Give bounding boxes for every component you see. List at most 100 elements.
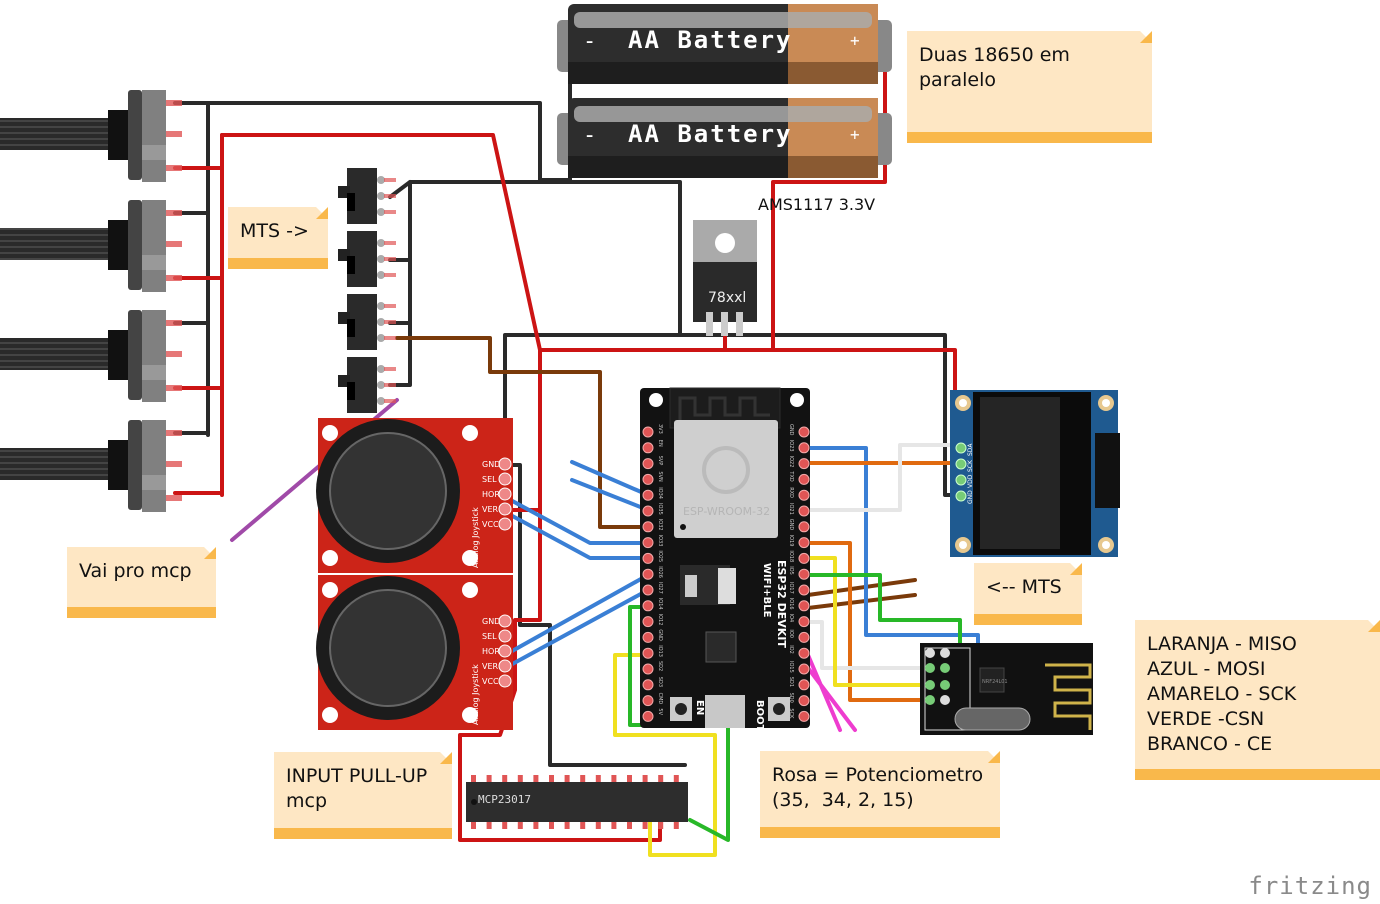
esp32-pin[interactable] bbox=[798, 600, 810, 612]
battery-2[interactable]: - AA Battery + bbox=[557, 98, 892, 178]
mcp23017-chip[interactable]: MCP23017 bbox=[466, 775, 688, 829]
slide-switch[interactable] bbox=[338, 357, 396, 413]
esp32-pin[interactable] bbox=[798, 679, 810, 691]
en-button[interactable] bbox=[670, 697, 692, 721]
esp32-pin[interactable] bbox=[642, 695, 654, 707]
esp32-pin[interactable] bbox=[642, 600, 654, 612]
esp32-pin[interactable] bbox=[642, 537, 654, 549]
oled-pin[interactable] bbox=[955, 458, 967, 470]
mcp-pin[interactable] bbox=[533, 775, 539, 782]
wire-black[interactable] bbox=[388, 180, 682, 387]
esp32-pin[interactable] bbox=[642, 552, 654, 564]
potentiometer[interactable] bbox=[0, 310, 182, 402]
battery-1[interactable]: - AA Battery + bbox=[557, 4, 892, 84]
esp32-pin[interactable] bbox=[798, 663, 810, 675]
esp32-pin[interactable] bbox=[642, 426, 654, 438]
note-wire-legend[interactable]: LARANJA - MISO AZUL - MOSI AMARELO - SCK… bbox=[1135, 620, 1380, 780]
esp32-pin[interactable] bbox=[798, 647, 810, 659]
oled-pin[interactable] bbox=[955, 474, 967, 486]
mcp-pin[interactable] bbox=[564, 822, 570, 829]
oled-pin[interactable] bbox=[955, 490, 967, 502]
mcp-pin[interactable] bbox=[611, 775, 617, 782]
mcp-pin[interactable] bbox=[673, 822, 679, 829]
potentiometer[interactable] bbox=[0, 420, 182, 512]
esp32-pin[interactable] bbox=[798, 584, 810, 596]
mcp-pin[interactable] bbox=[595, 775, 601, 782]
mcp-pin[interactable] bbox=[642, 775, 648, 782]
esp32-pin[interactable] bbox=[642, 489, 654, 501]
wire-white[interactable] bbox=[806, 443, 962, 512]
wire-blue[interactable] bbox=[503, 573, 650, 670]
esp32-pin[interactable] bbox=[798, 473, 810, 485]
note-potentiometer[interactable]: Rosa = Potenciometro (35, 34, 2, 15) bbox=[760, 751, 1000, 838]
joystick-pin[interactable] bbox=[498, 659, 512, 673]
esp32-pin[interactable] bbox=[642, 568, 654, 580]
esp32-pin[interactable] bbox=[642, 505, 654, 517]
joystick-pin[interactable] bbox=[498, 644, 512, 658]
slide-switch[interactable] bbox=[338, 231, 396, 287]
mcp-pin[interactable] bbox=[627, 775, 632, 782]
esp32-pin[interactable] bbox=[798, 521, 810, 533]
note-batteries[interactable]: Duas 18650 em paralelo bbox=[907, 31, 1152, 143]
esp32-pin[interactable] bbox=[798, 616, 810, 628]
wire-black[interactable] bbox=[173, 101, 210, 437]
esp32-pin[interactable] bbox=[798, 442, 810, 454]
mcp-pin[interactable] bbox=[580, 822, 586, 829]
mcp-pin[interactable] bbox=[595, 822, 601, 829]
oled-pin[interactable] bbox=[955, 442, 967, 454]
note-mts-right[interactable]: <-- MTS bbox=[974, 563, 1082, 625]
esp32-devkit[interactable]: ESP-WROOM-32 ESP32 DEVKIT WIFI+BLE EN BO… bbox=[640, 387, 810, 732]
esp32-pin[interactable] bbox=[798, 568, 810, 580]
mcp-pin[interactable] bbox=[673, 775, 679, 782]
wire-blue[interactable] bbox=[503, 495, 650, 560]
esp32-pin[interactable] bbox=[642, 647, 654, 659]
esp32-pin[interactable] bbox=[798, 458, 810, 470]
esp32-pin[interactable] bbox=[798, 426, 810, 438]
mcp-pin[interactable] bbox=[627, 822, 632, 829]
mcp-pin[interactable] bbox=[564, 775, 570, 782]
wire-brown[interactable] bbox=[806, 578, 917, 610]
mcp-pin[interactable] bbox=[486, 822, 492, 829]
mcp-pin[interactable] bbox=[486, 775, 492, 782]
note-vai-mcp[interactable]: Vai pro mcp bbox=[67, 547, 216, 618]
mcp-pin[interactable] bbox=[471, 822, 476, 829]
mcp-pin[interactable] bbox=[533, 822, 539, 829]
wire-black[interactable] bbox=[173, 38, 572, 182]
esp32-pin[interactable] bbox=[642, 521, 654, 533]
esp32-pin[interactable] bbox=[642, 631, 654, 643]
battery-holder[interactable]: - AA Battery + - AA Battery + bbox=[557, 4, 892, 178]
mcp-pin[interactable] bbox=[517, 775, 523, 782]
potentiometer[interactable] bbox=[0, 200, 182, 292]
esp32-pin[interactable] bbox=[798, 552, 810, 564]
mcp-pin[interactable] bbox=[611, 822, 617, 829]
nrf24-module[interactable]: NRF24L01 bbox=[920, 643, 1093, 735]
mcp-pin[interactable] bbox=[658, 822, 664, 829]
mcp-pin[interactable] bbox=[517, 822, 523, 829]
joystick-pin[interactable] bbox=[498, 502, 512, 516]
wire-yellow[interactable] bbox=[613, 653, 717, 857]
note-mts-left[interactable]: MTS -> bbox=[228, 207, 328, 269]
esp32-pin[interactable] bbox=[642, 679, 654, 691]
esp32-pin[interactable] bbox=[642, 710, 654, 722]
esp32-pin[interactable] bbox=[642, 663, 654, 675]
joystick-pin[interactable] bbox=[498, 487, 512, 501]
potentiometer[interactable] bbox=[0, 90, 182, 182]
mcp-pin[interactable] bbox=[549, 822, 554, 829]
voltage-regulator[interactable]: 78xxl bbox=[693, 220, 757, 336]
boot-button[interactable] bbox=[768, 697, 790, 721]
mcp-pin[interactable] bbox=[642, 822, 648, 829]
esp32-pin[interactable] bbox=[798, 505, 810, 517]
esp32-pin[interactable] bbox=[642, 584, 654, 596]
mcp-pin[interactable] bbox=[502, 775, 508, 782]
esp32-pin[interactable] bbox=[642, 442, 654, 454]
wire-yellow[interactable] bbox=[806, 556, 932, 687]
mcp-pin[interactable] bbox=[549, 775, 554, 782]
wire-orange[interactable] bbox=[806, 541, 932, 702]
mcp-pin[interactable] bbox=[502, 822, 508, 829]
wire-brown[interactable] bbox=[395, 336, 650, 529]
joystick-pin[interactable] bbox=[498, 614, 512, 628]
joystick-pin[interactable] bbox=[498, 472, 512, 486]
wire-red[interactable] bbox=[173, 133, 224, 497]
esp32-pin[interactable] bbox=[798, 631, 810, 643]
